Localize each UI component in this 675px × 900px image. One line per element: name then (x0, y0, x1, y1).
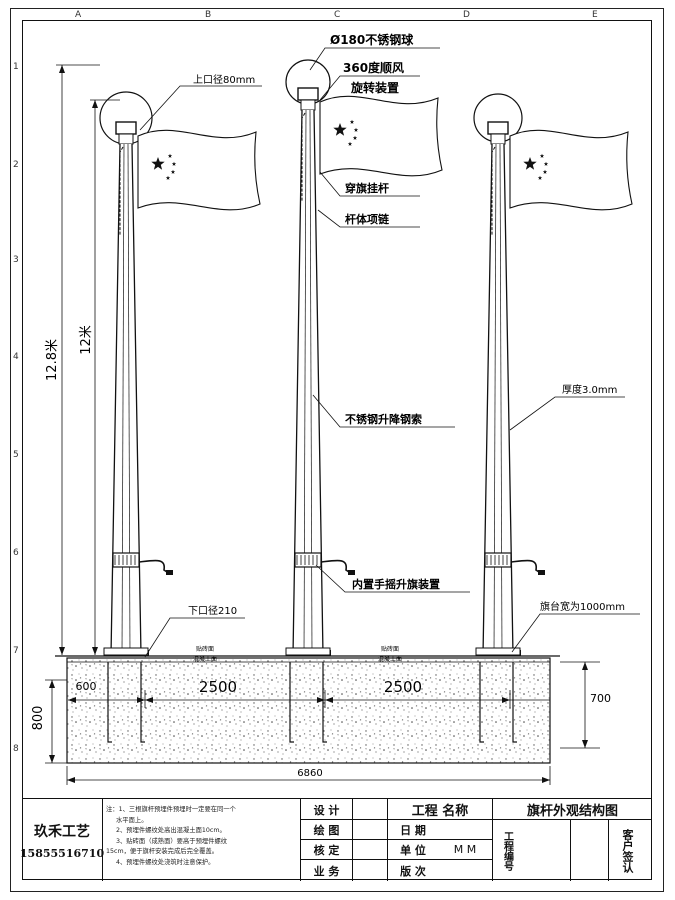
ball-annotation: Ø180不锈钢球 (330, 32, 414, 47)
unit-label: 单 位 (400, 843, 426, 857)
note-line: 注：1、三根旗杆预埋件预埋时一定要在同一个 (106, 806, 236, 813)
construction-notes: 注：1、三根旗杆预埋件预埋时一定要在同一个 水平面上。 2、预埋件螺纹处高出混凝… (106, 805, 296, 868)
right-flagpole (473, 93, 633, 656)
project-number-label: 工程编号 (501, 831, 513, 871)
flag-rod-annotation: 穿旗挂杆 (345, 181, 389, 195)
flag (509, 129, 633, 211)
flagpole-drawing: 12.8米 12米 2500 2500 600 700 800 6860 贴砖面… (31, 32, 640, 785)
total-height-dimension: 12.8米 (45, 339, 60, 381)
title-block: 玖禾工艺 15855516710 注：1、三根旗杆预埋件预埋时一定要在同一个 水… (19, 798, 652, 881)
winch-annotation: 内置手摇升旗装置 (352, 577, 440, 591)
row-label: 7 (13, 646, 19, 656)
company-info: 玖禾工艺 15855516710 (19, 799, 105, 881)
column-label: A (75, 10, 82, 20)
unit-value: M M (453, 843, 477, 856)
winch-handle (320, 559, 353, 575)
foundation-depth-dimension: 700 (590, 692, 611, 705)
column-label: D (463, 10, 470, 20)
bottom-diameter-annotation: 下口径210 (188, 604, 237, 617)
note-line: 2、预埋件螺纹处高出混凝土面10cm。 (116, 827, 226, 834)
note-line: 15cm，便于旗杆安装完成后完全覆盖。 (106, 848, 219, 855)
concrete-surface-label: 混凝土面 (378, 655, 402, 663)
row-label: 5 (13, 450, 19, 460)
flagpoles (99, 59, 633, 656)
note-line: 4、预埋件螺纹处浇筑时注意保护。 (116, 858, 215, 866)
chain (119, 146, 124, 236)
total-width-dimension: 6860 (297, 768, 322, 779)
tile-surface-label: 贴砖面 (196, 645, 214, 653)
project-name-label: 工程 名称 (411, 804, 469, 819)
platform-width-annotation: 旗台宽为1000mm (540, 600, 625, 613)
spacing-left-dimension: 2500 (199, 678, 237, 696)
note-line: 水平面上。 (116, 816, 148, 824)
tile-surface-label: 贴砖面 (381, 645, 399, 653)
company-phone: 15855516710 (19, 846, 105, 860)
row-label: 4 (13, 352, 19, 362)
company-name: 玖禾工艺 (34, 823, 90, 840)
role-drawing: 绘 图 (313, 823, 340, 837)
role-design: 设 计 (313, 803, 340, 817)
center-flagpole (285, 59, 443, 656)
date-label: 日 期 (400, 823, 426, 837)
row-label: 2 (13, 160, 19, 170)
side-depth-dimension: 800 (31, 706, 46, 731)
winch-handle (510, 559, 543, 575)
drawing-title: 旗杆外观结构图 (526, 804, 618, 819)
note-line: 3、贴砖面（成熟面）要高于预埋件螺纹 (116, 837, 228, 845)
flag (137, 129, 261, 211)
row-label: 1 (13, 62, 19, 72)
role-review: 核 定 (313, 843, 340, 857)
client-sign-label: 客户签认 (621, 829, 634, 873)
row-label: 6 (13, 548, 19, 558)
row-label: 8 (13, 744, 19, 754)
pole-height-dimension: 12米 (79, 325, 94, 355)
left-flagpole (99, 91, 261, 656)
rotator-annotation: 360度顺风 (343, 60, 404, 75)
chain (491, 146, 496, 236)
foundation (55, 650, 560, 764)
spacing-right-dimension: 2500 (384, 678, 422, 696)
chain-annotation: 杆体项链 (345, 212, 390, 226)
outer-border (10, 8, 664, 892)
flag (319, 95, 443, 177)
row-label: 3 (13, 255, 19, 265)
role-sales: 业 务 (313, 864, 340, 878)
chain (301, 112, 306, 202)
thickness-annotation: 厚度3.0mm (562, 383, 617, 396)
rotator-annotation: 旋转装置 (350, 80, 399, 95)
edge-offset-dimension: 600 (76, 680, 97, 693)
winch-handle (138, 559, 171, 575)
cable-annotation: 不锈钢升降钢索 (345, 412, 422, 426)
version-label: 版 次 (400, 864, 426, 878)
top-diameter-annotation: 上口径80mm (193, 73, 255, 86)
column-label: B (205, 10, 212, 20)
column-label: E (592, 10, 598, 20)
inner-border (22, 20, 652, 880)
column-label: C (334, 10, 341, 20)
concrete-surface-label: 混凝土面 (193, 655, 217, 663)
